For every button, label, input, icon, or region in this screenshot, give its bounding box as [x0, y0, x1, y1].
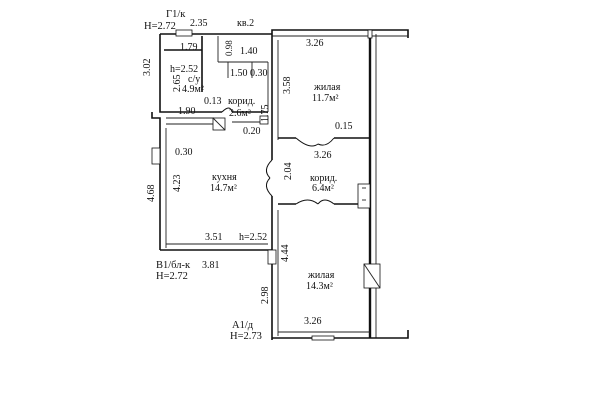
- door-living1: [295, 137, 319, 147]
- dim-2-65: 2.65: [172, 75, 183, 93]
- dim-3-51: 3.51: [205, 232, 223, 243]
- dim-3-26-mid: 3.26: [314, 150, 332, 161]
- wall-upper-left: [159, 34, 162, 113]
- window-living2-left: [267, 249, 277, 265]
- room-kitchen-area: 14.7м²: [210, 183, 237, 194]
- room-bathroom-height: h=2.52: [170, 64, 198, 75]
- dim-0-20: 0.20: [243, 126, 261, 137]
- room-living2-name: жилая: [307, 270, 335, 281]
- dim-2-98: 2.98: [260, 287, 271, 305]
- radiator-corridor: [357, 183, 371, 209]
- niche-corridor: [259, 115, 269, 125]
- door-kitchen-b: [266, 177, 273, 197]
- dim-4-23: 4.23: [172, 175, 183, 193]
- window-kitchen: [151, 147, 161, 165]
- room-corridor-small-area: 2.6м²: [229, 108, 251, 119]
- room-living1-area: 11.7м²: [312, 93, 338, 104]
- room-corridor-small-name: корид.: [228, 96, 255, 107]
- room-bathroom-name: с/у: [188, 74, 200, 85]
- door-living2: [295, 199, 319, 205]
- dim-1-75: 1.75: [260, 105, 271, 123]
- room-corridor-big-name: корид.: [310, 173, 337, 184]
- wall-bottom: [272, 330, 409, 339]
- marker-a1d-height: H=2.73: [230, 331, 262, 342]
- window-bath: [175, 29, 193, 37]
- marker-v1blk: В1/бл-к: [156, 260, 191, 271]
- room-living1-name: жилая: [313, 82, 341, 93]
- marker-v1blk-height: H=2.72: [156, 271, 188, 282]
- dim-2-35: 2.35: [190, 18, 208, 29]
- dim-0-13: 0.13: [204, 96, 222, 107]
- marker-kv2: кв.2: [237, 18, 254, 29]
- wall-top-right: [271, 29, 409, 38]
- wall-kitchen-left: [151, 112, 161, 250]
- dim-4-44: 4.44: [280, 245, 291, 263]
- room-corridor-big-area: 6.4м²: [312, 183, 334, 194]
- dim-3-58: 3.58: [282, 77, 293, 95]
- dim-3-02: 3.02: [142, 59, 153, 77]
- dim-0-98: 0.98: [224, 40, 234, 56]
- door-living2-b: [317, 199, 335, 205]
- door-kitchen-a: [266, 159, 273, 179]
- door-corridor-small: [221, 107, 233, 113]
- room-kitchen-name: кухня: [212, 172, 237, 183]
- dim-3-26-top: 3.26: [306, 38, 324, 49]
- dim-4-68: 4.68: [146, 185, 157, 203]
- dim-1-90: 1.90: [178, 106, 196, 117]
- marker-g1k: Г1/к: [166, 9, 186, 20]
- dim-3-26-bottom: 3.26: [304, 316, 322, 327]
- dim-3-81: 3.81: [202, 260, 220, 271]
- room-bathroom-area: 4.9м²: [182, 84, 204, 95]
- window-living2-bottom: [311, 335, 335, 341]
- door-living1-b: [317, 137, 335, 146]
- marker-g1k-height: H=2.72: [144, 21, 176, 32]
- dim-1-79: 1.79: [180, 42, 198, 53]
- vent-duct-living2-diag: [363, 263, 381, 289]
- dim-1-50: 1.50: [230, 68, 248, 79]
- vent-duct-kitchen-diag: [212, 117, 226, 131]
- dim-2-04: 2.04: [283, 163, 294, 181]
- dim-1-40: 1.40: [240, 46, 258, 57]
- dim-0-15: 0.15: [335, 121, 353, 132]
- marker-a1d: А1/д: [232, 320, 254, 331]
- room-kitchen-height: h=2.52: [239, 232, 267, 243]
- room-living2-area: 14.3м²: [306, 281, 333, 292]
- dim-0-30-b: 0.30: [175, 147, 193, 158]
- window-top-right: [367, 29, 373, 39]
- dim-0-30-a: 0.30: [250, 68, 268, 79]
